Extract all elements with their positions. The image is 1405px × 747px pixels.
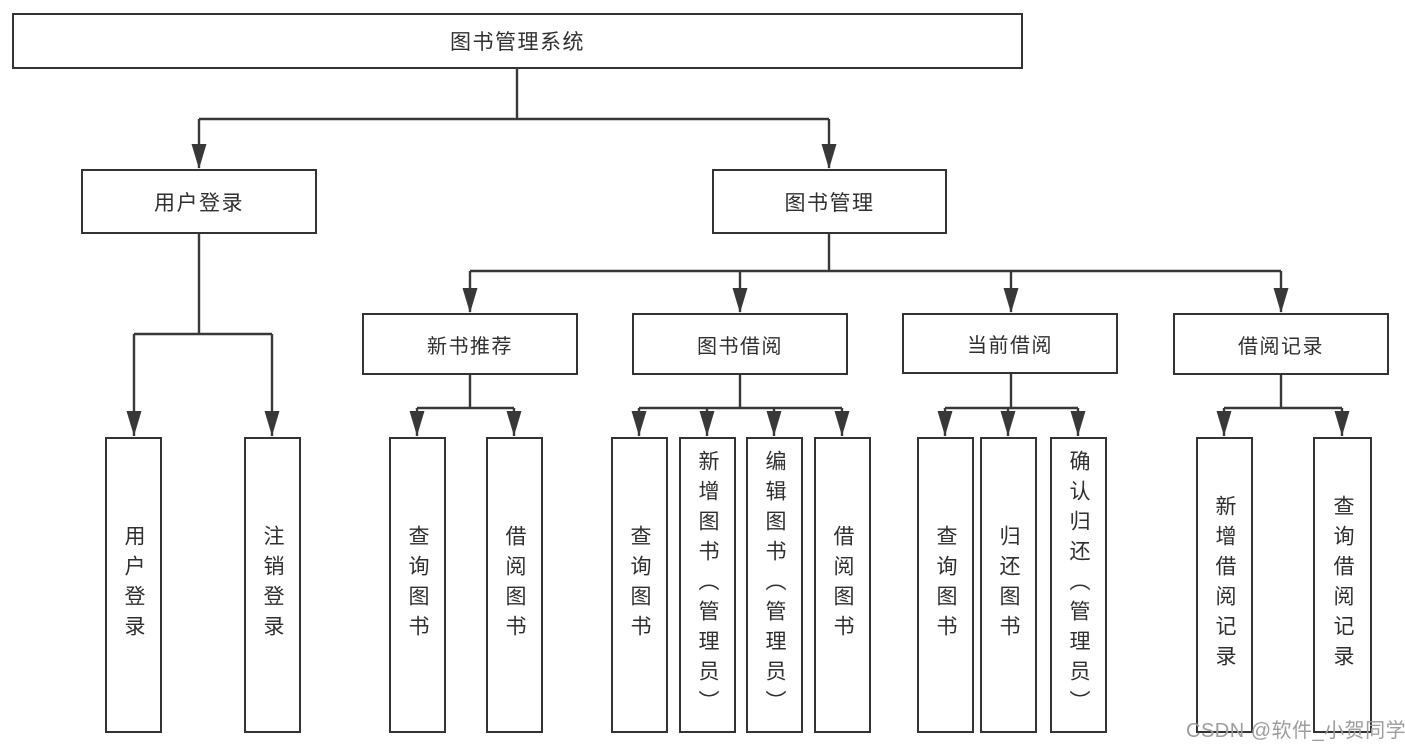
leaf-query-book-borrow: 查询图书 xyxy=(611,437,668,733)
leaf-confirm-return-admin: 确认归还（管理员） xyxy=(1050,437,1107,733)
csdn-watermark: CSDN @软件_小贺同学 xyxy=(1186,720,1405,742)
leaf-borrow-book: 借阅图书 xyxy=(814,437,871,733)
leaf-user-login: 用户登录 xyxy=(105,437,162,733)
leaf-edit-book-admin: 编辑图书（管理员） xyxy=(746,437,803,733)
leaf-query-borrow-record: 查询借阅记录 xyxy=(1313,437,1372,733)
leaf-add-book-admin: 新增图书（管理员） xyxy=(679,437,736,733)
leaf-return-book: 归还图书 xyxy=(980,437,1037,733)
leaf-add-borrow-record: 新增借阅记录 xyxy=(1196,437,1253,733)
leaf-logout: 注销登录 xyxy=(244,437,301,733)
node-current-borrow: 当前借阅 xyxy=(902,313,1118,374)
node-library-system: 图书管理系统 xyxy=(12,13,1023,69)
node-book-borrow: 图书借阅 xyxy=(632,313,848,375)
node-borrow-record: 借阅记录 xyxy=(1173,313,1389,375)
leaf-query-book-recommend: 查询图书 xyxy=(389,437,446,733)
arrowhead-icons xyxy=(126,144,1350,436)
node-new-book-recommend: 新书推荐 xyxy=(362,313,578,375)
leaf-query-book-current: 查询图书 xyxy=(917,437,974,733)
node-user-login: 用户登录 xyxy=(81,169,317,234)
leaf-borrow-book-recommend: 借阅图书 xyxy=(486,437,543,733)
node-book-management: 图书管理 xyxy=(712,169,947,234)
